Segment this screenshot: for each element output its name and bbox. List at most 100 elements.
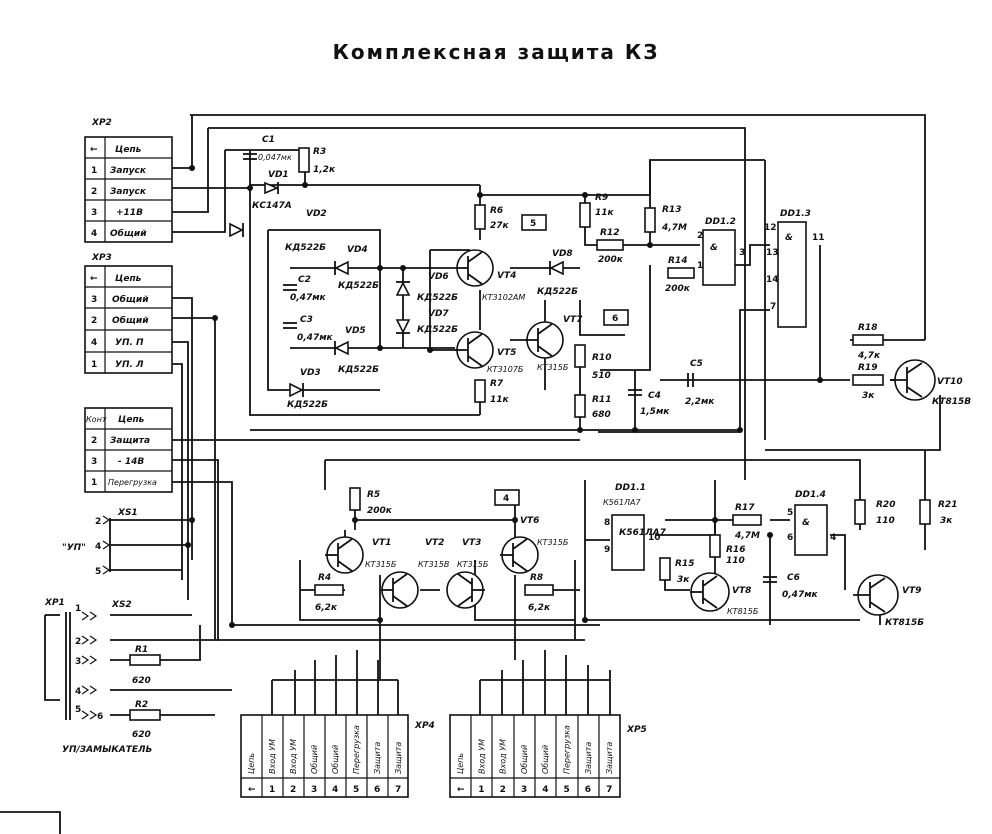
- r1-body: [129, 654, 161, 666]
- svg-text:4: 4: [830, 533, 836, 543]
- svg-text:R5: R5: [367, 490, 380, 500]
- xp4-col-pin-3: 3: [311, 785, 317, 795]
- svg-text:КТ3102АМ: КТ3102АМ: [482, 293, 525, 302]
- r11-body: [574, 394, 586, 418]
- xp5-col-label-2: Вход УМ: [499, 739, 508, 774]
- svg-text:620: 620: [132, 730, 151, 740]
- xp4-col-label-0: Цепь: [247, 753, 256, 774]
- xp5-col-label-1: Вход УМ: [477, 739, 486, 774]
- xp5-col-pin-1: 1: [478, 785, 484, 795]
- svg-text:VT4: VT4: [497, 271, 516, 281]
- svg-text:&: &: [802, 518, 810, 528]
- xp5-col-pin-7: 7: [606, 785, 612, 795]
- svg-text:200к: 200к: [598, 255, 624, 265]
- r7-body: [474, 379, 486, 403]
- transistors: [325, 249, 936, 616]
- xs2-pin-0: 1: [75, 604, 81, 614]
- svg-text:9: 9: [604, 545, 610, 555]
- svg-text:6,2к: 6,2к: [315, 603, 338, 613]
- xp3-label-3: УП. П: [115, 338, 144, 348]
- svg-text:VT9: VT9: [902, 586, 921, 596]
- xp2-pin-0: ←: [90, 145, 98, 155]
- svg-text:VD3: VD3: [300, 368, 321, 378]
- xp4-title: XP4: [414, 721, 435, 731]
- xp3-pin-4: 1: [91, 360, 97, 370]
- xs2-pin-2: 3: [75, 657, 81, 667]
- xp2-label-4: Общий: [110, 228, 147, 239]
- xp2-pin-3: 3: [91, 208, 97, 218]
- r12-body: [596, 239, 624, 251]
- svg-text:VT6: VT6: [520, 516, 539, 526]
- svg-text:3к: 3к: [862, 391, 875, 401]
- svg-text:КТ315Б: КТ315Б: [537, 363, 569, 372]
- mid-label-3: Перегрузка: [108, 478, 157, 487]
- svg-text:680: 680: [592, 410, 611, 420]
- svg-text:R17: R17: [735, 503, 755, 513]
- svg-text:1,5мк: 1,5мк: [640, 407, 670, 417]
- r4-body: [314, 584, 344, 596]
- svg-text:R13: R13: [662, 205, 681, 215]
- capacitors: [243, 153, 777, 583]
- svg-text:110: 110: [876, 516, 895, 526]
- xp4-col-label-2: Вход УМ: [289, 739, 298, 774]
- svg-text:12: 12: [764, 223, 777, 233]
- xp2-label-0: Цепь: [115, 145, 142, 155]
- svg-text:КТ315Б: КТ315Б: [365, 560, 397, 569]
- xp4-col-label-7: Защита: [394, 742, 403, 774]
- xp2-pin-2: 2: [91, 187, 97, 197]
- xp5-col-pin-0: ←: [457, 785, 465, 795]
- svg-text:1,2к: 1,2к: [313, 165, 336, 175]
- net-5: 5: [530, 219, 536, 229]
- svg-text:2: 2: [697, 231, 703, 241]
- r3-body: [298, 147, 310, 173]
- svg-text:R12: R12: [600, 228, 619, 238]
- svg-text:КС147А: КС147А: [252, 201, 292, 211]
- component-labels: C1 0,047мк R3 1,2к VD1 КС147А VD2 КД522Б…: [132, 135, 971, 740]
- r16-body: [709, 534, 721, 558]
- svg-text:8: 8: [604, 518, 610, 528]
- svg-text:11к: 11к: [490, 395, 510, 405]
- svg-text:КД522Б: КД522Б: [537, 287, 578, 297]
- xp5-col-pin-6: 6: [585, 785, 591, 795]
- xs1-title: XS1: [117, 508, 138, 518]
- xs2-pin-1: 2: [75, 637, 81, 647]
- xp4-col-label-3: Общий: [310, 745, 319, 774]
- svg-text:VD6: VD6: [428, 272, 449, 282]
- svg-text:R6: R6: [490, 206, 503, 216]
- svg-text:0,47мк: 0,47мк: [297, 333, 334, 343]
- svg-text:КД522Б: КД522Б: [287, 400, 328, 410]
- svg-text:VT8: VT8: [732, 586, 751, 596]
- svg-text:R9: R9: [595, 193, 608, 203]
- xp3-label-0: Цепь: [115, 274, 142, 284]
- svg-text:VD4: VD4: [347, 245, 368, 255]
- svg-text:620: 620: [132, 676, 151, 686]
- svg-text:R2: R2: [135, 700, 148, 710]
- connector-xp3: XP3 ← Цепь 3 Общий 2 Общий 4 УП. П 1 УП.…: [84, 253, 173, 374]
- svg-text:R11: R11: [592, 395, 611, 405]
- svg-text:КД522Б: КД522Б: [417, 325, 458, 335]
- xs2-title: XS2: [111, 600, 132, 610]
- svg-text:R21: R21: [938, 500, 957, 510]
- svg-text:VT10: VT10: [937, 377, 963, 387]
- xp5-title: XP5: [626, 725, 647, 735]
- xs2-pin-3: 4: [75, 687, 81, 697]
- net-4: 4: [503, 494, 509, 504]
- xp5-col-pin-3: 3: [521, 785, 527, 795]
- xs1-pin-0: 2: [95, 517, 101, 527]
- svg-text:C4: C4: [648, 391, 661, 401]
- svg-text:R8: R8: [530, 573, 543, 583]
- diodes: [229, 181, 564, 398]
- svg-text:6,2к: 6,2к: [528, 603, 551, 613]
- dd13-body: [777, 221, 807, 328]
- svg-text:10: 10: [648, 533, 661, 543]
- svg-text:&: &: [710, 243, 718, 253]
- xs2-pin-5: 6: [97, 712, 103, 722]
- vt10-symbol: [890, 359, 936, 401]
- svg-text:C6: C6: [787, 573, 800, 583]
- svg-text:К561ЛА7: К561ЛА7: [619, 528, 667, 538]
- xp3-title: XP3: [91, 253, 112, 263]
- mid-label-0: Цепь: [118, 415, 145, 425]
- svg-text:R18: R18: [858, 323, 877, 333]
